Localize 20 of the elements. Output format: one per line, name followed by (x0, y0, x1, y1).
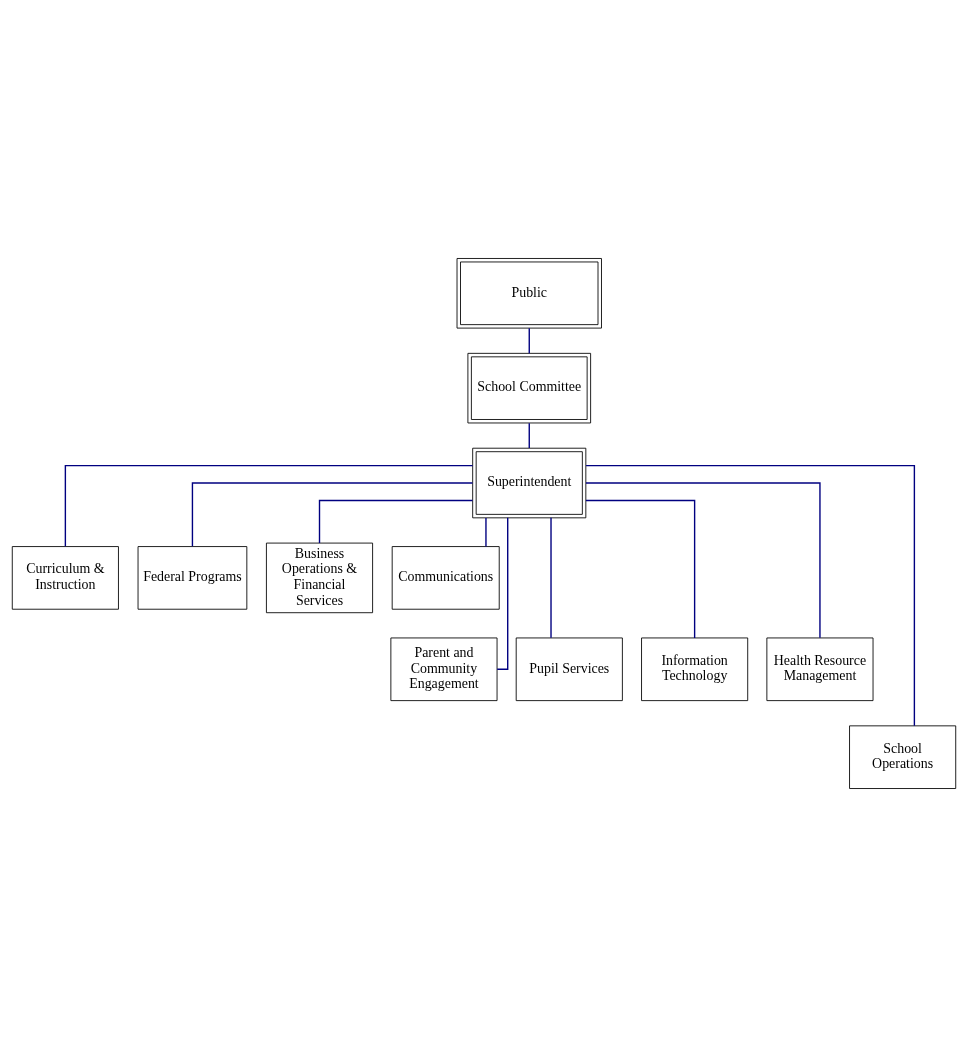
connector (64, 464, 474, 547)
node-box: Parent and Community Engagement (390, 637, 498, 702)
node-box: Federal Programs (137, 546, 248, 610)
connector (550, 517, 552, 639)
connector (528, 422, 530, 449)
connector (191, 482, 474, 547)
node-box: Pupil Services (515, 637, 623, 702)
node-box: Curriculum & Instruction (11, 546, 119, 610)
node-box: Communications (391, 546, 500, 610)
node-box: School Operations (849, 725, 957, 789)
connector (585, 482, 821, 639)
connector (318, 499, 474, 544)
node-box: Business Operations & Financial Services (265, 542, 374, 614)
node-box: Information Technology (641, 637, 749, 702)
node-box: Health Resource Management (766, 637, 874, 702)
connector (585, 499, 696, 639)
connector (528, 327, 530, 354)
connector (585, 464, 916, 727)
connector (496, 517, 509, 670)
connector (485, 517, 487, 548)
